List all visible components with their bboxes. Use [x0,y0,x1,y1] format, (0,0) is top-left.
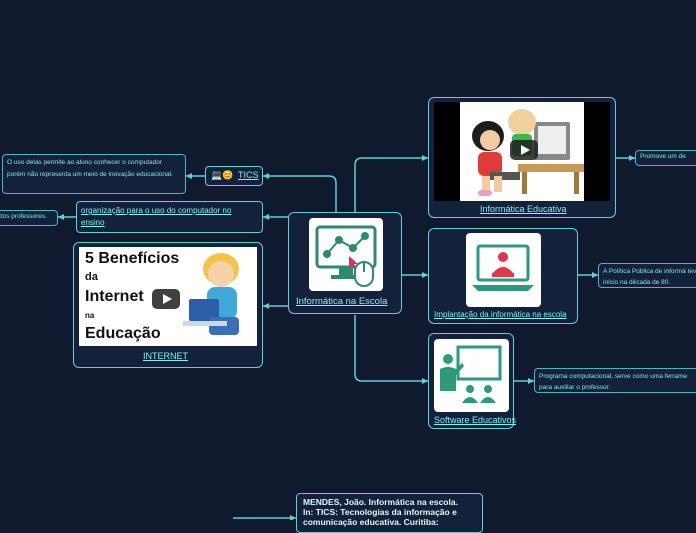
tics-emoji-icons: 💻😊 [211,170,234,180]
thumb-title-line2: da [85,271,98,283]
node-organizacao[interactable]: organização para o uso do computador no … [76,201,263,233]
reference-line1: MENDES, João. Informática na escola. [303,497,458,507]
informatica-educativa-label: Informática Educativa [480,204,567,214]
reference-node[interactable]: MENDES, João. Informática na escola. In:… [296,493,483,533]
node-tics[interactable]: 💻😊 TICS [205,166,263,186]
thumb-title-line5: Educação [85,325,161,342]
video-thumbnail-internet[interactable]: 5 Benefícios da Internet na Educação [79,247,257,346]
node-implantacao[interactable]: Implantação da informática na escola [428,228,578,324]
teacher-board-icon [434,339,509,412]
internet-label: INTERNET [143,351,188,361]
organizacao-label: organização para o uso do computador no … [81,206,232,227]
software-label: Software Educativos [434,415,517,425]
play-button[interactable] [510,140,538,160]
thumb-title-line4: na [85,311,95,320]
node-software-educativos[interactable]: Software Educativos [428,333,517,429]
video-thumbnail-kids-computer[interactable] [434,102,610,201]
connector-lines [58,155,635,520]
reference-line3: comunicação educativa. Curitiba: [303,517,439,527]
node-internet[interactable]: 5 Benefícios da Internet na Educação INT… [73,242,263,368]
note-educativa: Promove um de [635,150,696,166]
note-organizacao: dos professores. [0,210,58,226]
thumb-title-line1: 5 Benefícios [85,250,180,267]
implantacao-label: Implantação da informática na escola [434,310,567,319]
thumb-title-line3: Internet [85,288,144,305]
network-computer-icon [309,218,383,291]
play-button[interactable] [152,289,180,309]
reference-line2: In: TICS: Tecnologias da informação e [303,507,457,517]
center-label: Informática na Escola [296,296,388,307]
center-node[interactable]: Informática na Escola [288,212,402,314]
note-software: Programa computacional, serve como uma f… [534,368,696,393]
note-tics: O uso delas permite ao aluno conhecer o … [2,154,186,194]
online-presentation-icon [466,233,541,307]
note-implantacao: A Política Pública de informá teve iníci… [598,263,696,288]
node-informatica-educativa[interactable]: Informática Educativa [428,97,616,218]
tics-label: TICS [238,170,259,180]
boy-laptop-illustration [183,253,239,335]
